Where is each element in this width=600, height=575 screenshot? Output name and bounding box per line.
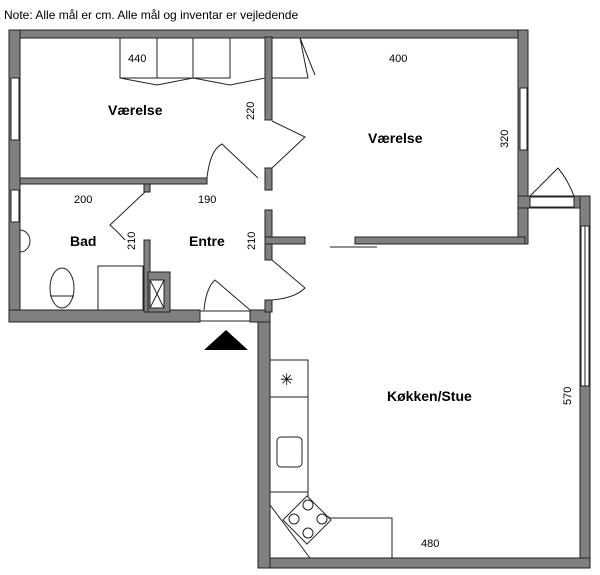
dim-entre-width: 190: [198, 194, 216, 206]
dim-entre-height: 210: [246, 232, 258, 250]
room-kokken-stue: Køkken/Stue: [387, 388, 472, 404]
dim-kokken-height: 570: [562, 387, 574, 405]
dim-kokken-width: 480: [421, 538, 439, 550]
room-vaerelse-1: Værelse: [108, 102, 163, 118]
room-entre: Entre: [189, 233, 225, 249]
room-bad: Bad: [70, 233, 96, 249]
dim-bad-width: 200: [74, 194, 92, 206]
dim-vaerelse2-height: 320: [499, 130, 511, 148]
dim-vaerelse1-width: 440: [128, 53, 146, 65]
labels: 440 Værelse 220 400 Værelse 320 200 Bad …: [70, 53, 574, 550]
dim-vaerelse2-width: 400: [389, 53, 407, 65]
room-vaerelse-2: Værelse: [368, 130, 423, 146]
doors: [109, 120, 575, 311]
note-text: Note: Alle mål er cm. Alle mål og invent…: [4, 8, 298, 22]
furniture: ✳: [19, 37, 393, 559]
svg-text:✳: ✳: [280, 372, 293, 389]
dim-vaerelse1-height: 220: [245, 102, 257, 120]
dim-bad-height: 210: [126, 232, 138, 250]
entrance-arrow-icon: [204, 330, 248, 350]
windows: [10, 77, 590, 387]
walls: [8, 29, 591, 569]
